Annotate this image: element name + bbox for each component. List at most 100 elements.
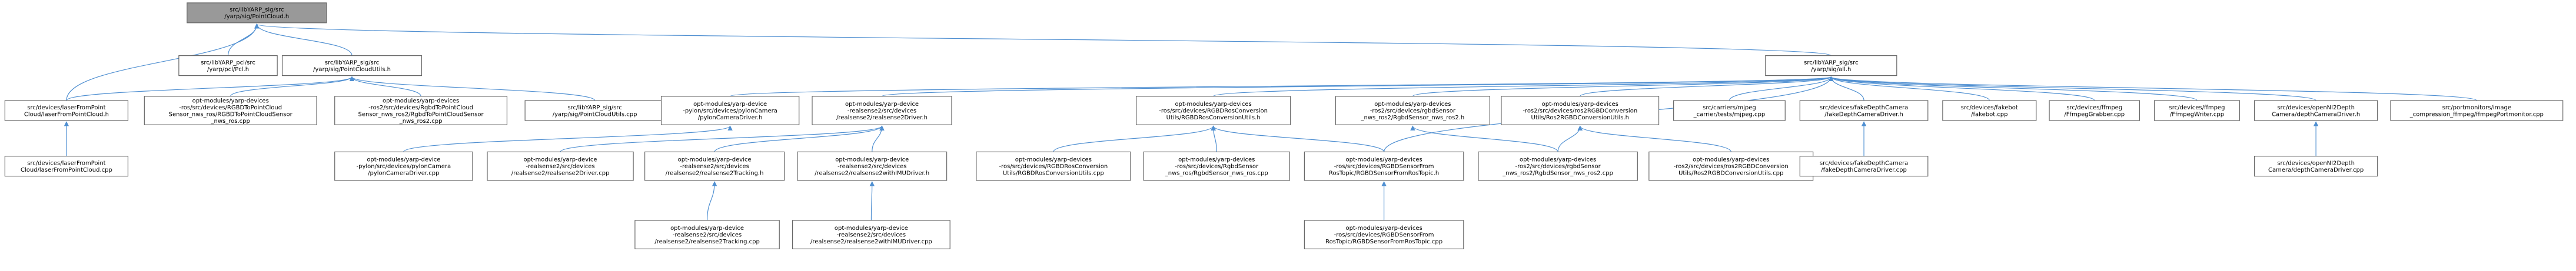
graph-node-rs2tracking-h[interactable]: opt-modules/yarp-device-realsense2/src/d…: [644, 151, 785, 181]
graph-node-rs2-h[interactable]: opt-modules/yarp-device-realsense2/src/d…: [812, 96, 952, 125]
node-label-line: -ros/src/devices/RGBDRosConversion: [999, 163, 1108, 170]
node-label-line: -realsense2/src/devices: [837, 163, 906, 170]
graph-node-rs2imu-cpp[interactable]: opt-modules/yarp-device-realsense2/src/d…: [792, 220, 950, 249]
graph-node-rgbdtopc-ros2[interactable]: opt-modules/yarp-devices-ros2/src/device…: [334, 96, 508, 125]
node-label-line: /yarp/pcl/Pcl.h: [207, 66, 249, 73]
edges-layer: [64, 23, 2477, 220]
node-box: [797, 151, 948, 181]
node-label-line: opt-modules/yarp-devices: [1345, 157, 1422, 163]
node-box: [1765, 55, 1897, 76]
node-label-line: Sensor_nws_ros2/RgbdToPointCloudSensor: [358, 111, 484, 118]
graph-node-ffwrite[interactable]: src/devices/ffmpeg/FfmpegWriter.cpp: [2153, 100, 2241, 121]
node-label-line: -realsense2/src/devices: [673, 232, 742, 239]
node-box: [1942, 100, 2037, 121]
node-box: [2153, 100, 2241, 121]
graph-node-rs2-cpp[interactable]: opt-modules/yarp-device-realsense2/src/d…: [487, 151, 634, 181]
graph-node-laserfrontpoint-h[interactable]: src/devices/laserFromPointCloud/laserFro…: [4, 100, 129, 121]
node-label-line: opt-modules/yarp-devices: [1015, 157, 1092, 163]
graph-node-rgbdfromros-cpp[interactable]: opt-modules/yarp-devices-ros/src/devices…: [1304, 220, 1464, 249]
node-box: [2253, 156, 2378, 177]
node-label-line: _nws_ros/RgbdSensor_nws_ros.cpp: [1165, 170, 1268, 177]
node-label-line: /FfmpegWriter.cpp: [2170, 111, 2224, 118]
node-label-line: /yarp/sig/PointCloudUtils.cpp: [553, 111, 637, 118]
graph-node-fakebot[interactable]: src/devices/fakebot/fakebot.cpp: [1942, 100, 2037, 121]
node-label-line: /realsense2/realsense2withIMUDriver.cpp: [810, 239, 932, 245]
graph-node-rgbdtopc-ros[interactable]: opt-modules/yarp-devices-ros/src/devices…: [144, 96, 317, 125]
graph-node-all-h[interactable]: src/libYARP_sig/src/yarp/sig/all.h: [1765, 55, 1897, 76]
node-label-line: src/carriers/mjpeg: [1703, 105, 1756, 111]
graph-node-pylon-h[interactable]: opt-modules/yarp-device-pylon/src/device…: [660, 96, 800, 125]
edge-pylon-h-to-all-h: [730, 76, 1833, 97]
node-label-line: opt-modules/yarp-devices: [1374, 101, 1451, 108]
graph-node-openni-h[interactable]: src/devices/openNI2DepthCamera/depthCame…: [2253, 100, 2378, 121]
node-label-line: /yarp/sig/PointCloudUtils.h: [313, 66, 391, 73]
graph-node-pcutils-cpp[interactable]: src/libYARP_sig/src/yarp/sig/PointCloudU…: [524, 100, 665, 121]
graph-node-root[interactable]: src/libYARP_sig/src/yarp/sig/PointCloud.…: [187, 2, 327, 24]
node-label-line: src/devices/openNI2Depth: [2277, 160, 2355, 166]
edge-pylon-cpp-to-pylon-h: [403, 125, 733, 152]
graph-node-rs2tracking-cpp[interactable]: opt-modules/yarp-device-realsense2/src/d…: [634, 220, 780, 249]
graph-node-rgbdconv-ros-h[interactable]: opt-modules/yarp-devices-ros/src/devices…: [1136, 96, 1291, 125]
graph-node-rgbdsensor-ros-cpp[interactable]: opt-modules/yarp-devices-ros/src/devices…: [1143, 151, 1290, 181]
node-label-line: -ros/src/devices/RgbdSensor: [1175, 163, 1259, 170]
node-label-line: src/devices/fakeDepthCamera: [1820, 105, 1908, 111]
edge-all-h-to-root: [254, 23, 1832, 56]
node-label-line: opt-modules/yarp-device: [524, 157, 597, 163]
graph-node-pcl-h[interactable]: src/libYARP_pcl/src/yarp/pcl/Pcl.h: [178, 55, 278, 76]
graph-node-rgbdfromros-h[interactable]: opt-modules/yarp-devices-ros/src/devices…: [1304, 151, 1464, 181]
node-label-line: -pylon/src/devices/pylonCamera: [357, 163, 451, 170]
graph-node-mjpeg[interactable]: src/carriers/mjpeg_carrier/tests/mjpeg.c…: [1673, 100, 1786, 121]
node-label-line: src/libYARP_sig/src: [230, 7, 284, 14]
node-label-line: -ros2/src/devices/rgbdSensor: [1515, 163, 1601, 170]
node-box: [1304, 151, 1464, 181]
node-label-line: _nws_ros2.cpp: [399, 118, 443, 125]
node-box: [1673, 100, 1786, 121]
node-box: [2049, 100, 2140, 121]
node-label-line: Utils/RGBDRosConversionUtils.cpp: [1003, 170, 1104, 177]
node-box: [1799, 156, 1929, 177]
graph-node-fakedepth-cpp[interactable]: src/devices/fakeDepthCamera/fakeDepthCam…: [1799, 156, 1929, 177]
edge-rs2imu-cpp-to-rs2imu-h: [869, 181, 875, 220]
node-label-line: opt-modules/yarp-devices: [1178, 157, 1255, 163]
node-label-line: Cloud/laserFromPointCloud.h: [24, 111, 109, 118]
node-label-line: /pylonCameraDriver.h: [698, 115, 762, 121]
graph-node-rgbdconv-ros-cpp[interactable]: opt-modules/yarp-devices-ros/src/devices…: [976, 151, 1131, 181]
graph-node-ros2rgbdconv-cpp[interactable]: opt-modules/yarp-devices-ros2/src/device…: [1648, 151, 1814, 181]
edge-ros2rgbdconv-h-to-all-h: [1580, 76, 1834, 97]
graph-node-openni-cpp[interactable]: src/devices/openNI2DepthCamera/depthCame…: [2253, 156, 2378, 177]
graph-node-pcutils-h[interactable]: src/libYARP_sig/src/yarp/sig/PointCloudU…: [281, 55, 423, 76]
node-label-line: -ros2/src/devices/rgbdSensor: [1370, 108, 1456, 115]
graph-node-fakedepth-h[interactable]: src/devices/fakeDepthCamera/fakeDepthCam…: [1799, 100, 1929, 121]
graph-node-ffportmon[interactable]: src/portmonitors/image_compression_ffmpe…: [2390, 100, 2564, 121]
node-label-line: Utils/RGBDRosConversionUtils.h: [1166, 115, 1261, 121]
node-label-line: opt-modules/yarp-device: [835, 157, 909, 163]
node-label-line: src/devices/fakeDepthCamera: [1820, 160, 1908, 166]
graph-node-pylon-cpp[interactable]: opt-modules/yarp-device-pylon/src/device…: [334, 151, 473, 181]
graph-node-laserfrontpoint-cpp[interactable]: src/devices/laserFromPointCloud/laserFro…: [4, 156, 129, 177]
node-label-line: src/devices/ffmpeg: [2169, 105, 2225, 111]
node-label-line: src/devices/openNI2Depth: [2277, 105, 2355, 111]
node-label-line: -ros2/src/devices/ros2RGBDConversion: [1674, 163, 1789, 170]
node-label-line: src/libYARP_pcl/src: [201, 59, 255, 66]
graph-node-ffgrab[interactable]: src/devices/ffmpeg/FfmpegGrabber.cpp: [2049, 100, 2140, 121]
edge-rgbdconv-ros-h-to-all-h: [1213, 76, 1833, 97]
node-label-line: /realsense2/realsense2withIMUDriver.h: [815, 170, 929, 177]
edge-pcutils-h-to-root: [254, 23, 353, 56]
node-label-line: -ros2/src/devices/RgbdToPointCloud: [368, 105, 473, 111]
node-label-line: /pylonCameraDriver.cpp: [368, 170, 439, 177]
node-label-line: src/libYARP_sig/src: [325, 59, 379, 66]
edge-ffportmon-to-all-h: [1829, 76, 2477, 101]
edge-laserfrontpoint-h-to-root: [66, 23, 260, 101]
node-box: [4, 156, 129, 177]
node-label-line: opt-modules/yarp-device: [670, 225, 744, 232]
node-box: [1648, 151, 1814, 181]
node-label-line: -realsense2/src/devices: [680, 163, 749, 170]
node-label-line: _nws_ros2/RgbdSensor_nws_ros2.h: [1360, 115, 1464, 121]
graph-node-rgbdsensor-ros2-cpp[interactable]: opt-modules/yarp-devices-ros2/src/device…: [1478, 151, 1638, 181]
edge-fakebot-to-all-h: [1829, 76, 1990, 101]
node-label-line: /realsense2/realsense2Driver.cpp: [511, 170, 610, 177]
graph-node-rs2imu-h[interactable]: opt-modules/yarp-device-realsense2/src/d…: [797, 151, 948, 181]
graph-node-rgbdsensor-ros2-h[interactable]: opt-modules/yarp-devices-ros2/src/device…: [1335, 96, 1491, 125]
graph-node-ros2rgbdconv-h[interactable]: opt-modules/yarp-devices-ros2/src/device…: [1501, 96, 1660, 125]
